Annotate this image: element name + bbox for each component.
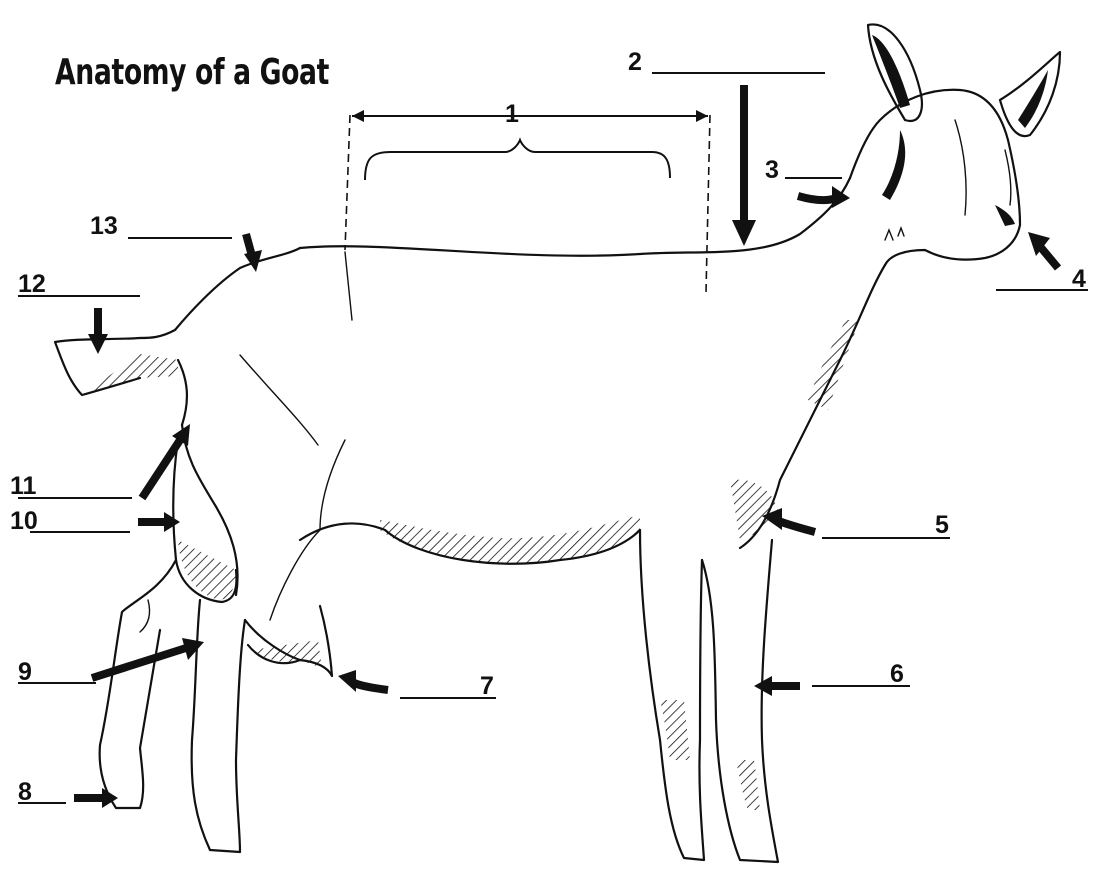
label-8: 8 [18, 778, 32, 806]
label-6: 6 [890, 660, 904, 688]
label-10: 10 [10, 507, 38, 535]
back-span-indicator [352, 110, 708, 180]
label-3: 3 [765, 156, 779, 184]
label-9: 9 [18, 658, 32, 686]
label-pointers [18, 73, 1088, 808]
label-2: 2 [628, 48, 642, 76]
label-11: 11 [10, 472, 37, 500]
label-12: 12 [18, 270, 46, 298]
label-4: 4 [1072, 265, 1086, 293]
label-13: 13 [90, 212, 118, 240]
goat-outline [55, 24, 1060, 862]
label-5: 5 [935, 511, 949, 539]
label-7: 7 [480, 672, 494, 700]
label-1: 1 [505, 100, 519, 128]
label-numbers: 1 2 3 4 5 6 7 8 9 10 11 12 13 [10, 48, 1086, 806]
